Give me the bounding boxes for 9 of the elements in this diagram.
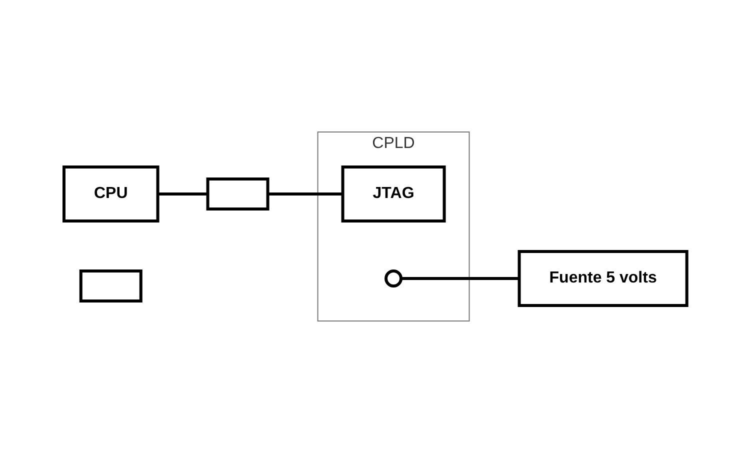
connector [401, 277, 520, 280]
node-box: Fuente 5 volts [518, 250, 688, 307]
connector [158, 192, 208, 196]
node-box [206, 178, 270, 210]
node-box: CPU [62, 166, 160, 222]
connector [268, 192, 343, 196]
node-arc [384, 270, 403, 288]
node-bar [79, 270, 142, 302]
node-box: JTAG [341, 166, 446, 222]
